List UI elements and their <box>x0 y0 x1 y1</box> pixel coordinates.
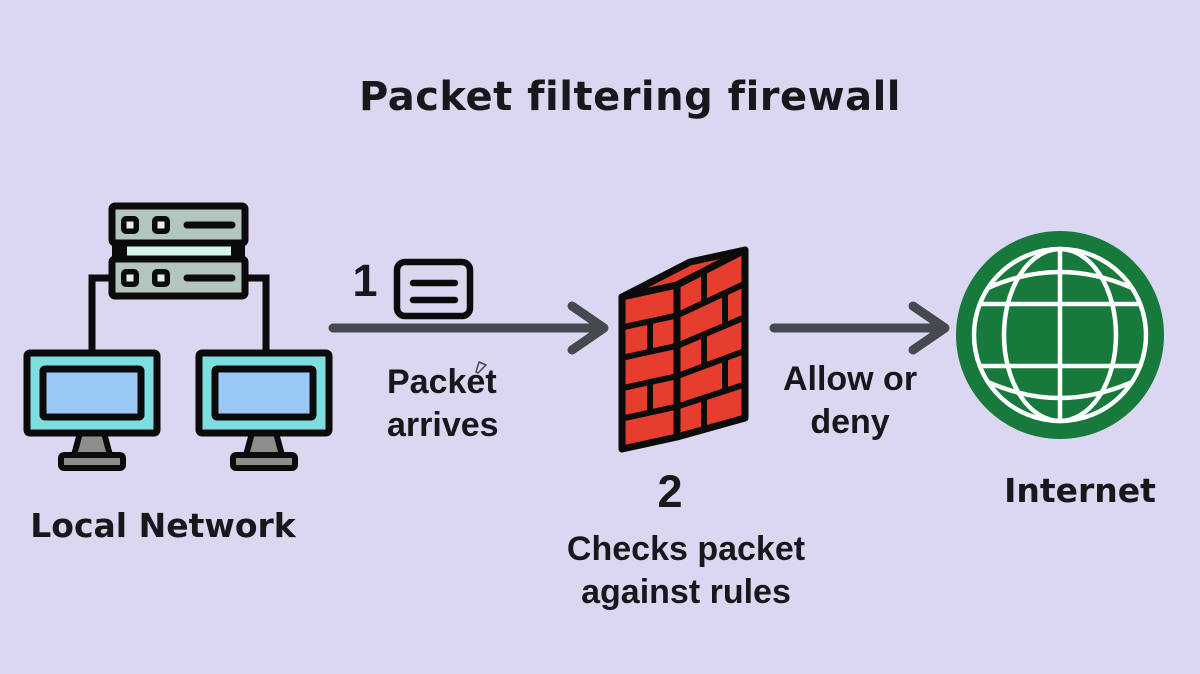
monitor-icon <box>23 349 161 471</box>
network-lines <box>88 274 270 356</box>
step-1-caption: Packet arrives <box>387 363 499 444</box>
mouse-cursor-icon <box>475 361 487 374</box>
arrow-right-icon <box>328 301 609 355</box>
step-2-number: 2 <box>657 466 683 517</box>
firewall-brick-wall-icon <box>618 246 749 453</box>
allow-or-deny-caption: Allow or deny <box>782 360 918 441</box>
monitor-icon <box>195 349 333 471</box>
step-1-number: 1 <box>352 255 378 306</box>
server-stack-icon <box>108 202 249 300</box>
internet-label: Internet <box>1004 471 1156 510</box>
packet-icon <box>393 258 474 320</box>
globe-icon <box>956 231 1164 439</box>
diagram-title: Packet filtering firewall <box>358 74 902 120</box>
step-2-caption: Checks packet against rules <box>566 530 806 611</box>
arrow-right-icon <box>769 301 950 355</box>
local-network-label: Local Network <box>30 506 296 545</box>
